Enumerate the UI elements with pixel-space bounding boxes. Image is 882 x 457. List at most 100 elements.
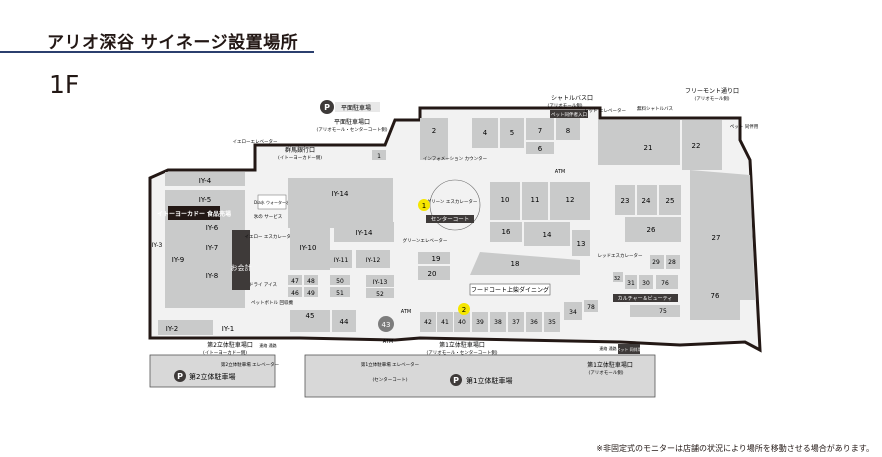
title-underline — [0, 51, 314, 53]
store-78: 78 — [587, 304, 595, 311]
shuttle-bus-label: シャトルバス口 — [551, 95, 593, 102]
store-iy6: IY-6 — [206, 224, 219, 232]
store-8: 8 — [566, 127, 570, 135]
store-14: 14 — [543, 231, 552, 239]
gunma-bank-sub: (イトーヨーカドー側) — [278, 154, 322, 161]
heimen-parking-label: 平面駐車場 — [341, 104, 371, 112]
store-iy14b: IY-14 — [356, 229, 373, 237]
store-25: 25 — [666, 197, 675, 205]
p1-entrance-mall-label: 第1立体駐車場口 — [587, 361, 633, 369]
p2-entrance-sub: (イトーヨーカドー側) — [203, 349, 247, 356]
p1-elev-sub: (センターコート) — [372, 376, 407, 383]
store-31: 31 — [627, 280, 635, 287]
store-41: 41 — [441, 319, 449, 326]
store-iy10: IY-10 — [300, 244, 317, 252]
store-12: 12 — [566, 196, 575, 204]
red-esc-label: レッドエスカレーター — [598, 252, 643, 259]
kumi-service-label: 氷の サービス — [254, 213, 283, 220]
store-6: 6 — [538, 145, 543, 153]
store-24: 24 — [642, 197, 651, 205]
store-18: 18 — [511, 260, 520, 268]
store-21: 21 — [644, 144, 653, 152]
info-counter-label: インフォメーション カウンター — [423, 155, 488, 162]
gunma-bank-label: 群馬銀行口 — [285, 146, 315, 154]
store-51: 51 — [336, 290, 344, 297]
store-16: 16 — [502, 228, 511, 236]
store-44: 44 — [340, 318, 349, 326]
store-26: 26 — [647, 226, 656, 234]
signage-label-2: 2 — [462, 306, 466, 314]
muryou-shuttle-label: 無料シャトルバス — [637, 105, 673, 112]
heimen-parking-icon — [320, 100, 334, 114]
green-esc-label: グリーン エスカレーター — [427, 198, 478, 205]
store-23: 23 — [621, 197, 630, 205]
store-1: 1 — [377, 153, 381, 160]
pet-entrance-label: ペット同伴者入口 — [551, 111, 587, 118]
store-10: 10 — [501, 196, 510, 204]
store-11: 11 — [531, 196, 540, 204]
dry-ice-label: ドライ アイス — [249, 282, 278, 288]
store-iy3: IY-3 — [152, 242, 163, 249]
p2-elev-label: 第2立体駐車場 エレベーター — [221, 361, 280, 368]
parking-lot-1 — [304, 354, 656, 398]
pet-small-label: ペット 同伴用 — [730, 123, 758, 130]
store-39: 39 — [476, 319, 484, 326]
store-iy8: IY-8 — [206, 272, 219, 280]
heimen-entrance-label: 平面駐車場口 — [334, 118, 370, 126]
pet-bottle-label: ペットボトル 回収機 — [251, 299, 293, 306]
store-28: 28 — [668, 259, 676, 266]
store-29: 29 — [652, 259, 660, 266]
dia-water-label: Dia水 ウォーター水 — [254, 199, 290, 205]
red-elev-label: レッド エレベーター — [584, 107, 626, 114]
shuttle-bus-sub: (アリオモール側) — [547, 102, 582, 109]
store-iy4: IY-4 — [199, 177, 212, 185]
store-5: 5 — [510, 129, 514, 137]
signage-label-1: 1 — [422, 202, 426, 210]
store-iy5: IY-5 — [199, 196, 212, 204]
svg-text:P: P — [324, 103, 330, 112]
p1-elev-label: 第1立体駐車場 エレベーター — [361, 361, 420, 368]
store-iy7: IY-7 — [206, 244, 219, 252]
store-34: 34 — [569, 309, 577, 316]
store-27: 27 — [712, 234, 721, 242]
atm-label-1: ATM — [555, 169, 565, 175]
store-4: 4 — [483, 129, 488, 137]
store-52: 52 — [376, 291, 384, 298]
green-elev-label: グリーンエレベーター — [403, 237, 448, 244]
renraku-label-1: 連絡 通路 — [259, 342, 276, 348]
parking-icon-2 — [174, 370, 186, 382]
floor-label: 1F — [49, 70, 80, 99]
p1-entrance-center-sub: (アリオモール・センターコート側) — [426, 349, 497, 356]
store-7: 7 — [538, 127, 542, 135]
store-13: 13 — [577, 240, 586, 248]
store-iy11: IY-11 — [334, 257, 349, 264]
store-20: 20 — [428, 270, 437, 278]
p1-entrance-center-label: 第1立体駐車場口 — [439, 341, 485, 349]
store-45: 45 — [306, 312, 315, 320]
store-iy14a: IY-14 — [332, 190, 349, 198]
store-47: 47 — [291, 278, 299, 285]
store-iy12: IY-12 — [366, 257, 381, 264]
store-37: 37 — [512, 319, 520, 326]
p2-parking-label: 第2立体駐車場 — [189, 372, 235, 381]
store-49: 49 — [307, 290, 315, 297]
yellow-esc-label: イエロー エスカレーター — [245, 233, 296, 240]
store-19: 19 — [432, 255, 441, 263]
atm-label-2: ATM — [401, 309, 411, 315]
store-42: 42 — [424, 319, 432, 326]
store-46: 46 — [291, 290, 299, 297]
p1-parking-label: 第1立体駐車場 — [466, 376, 512, 385]
store-iy1: IY-1 — [222, 325, 235, 333]
store-iy13: IY-13 — [373, 279, 388, 286]
atm-label-3: ATM — [383, 339, 393, 345]
signage-marker-2 — [458, 303, 470, 315]
p2-entrance-label: 第2立体駐車場口 — [207, 341, 253, 349]
store-2: 2 — [432, 127, 436, 135]
renraku-label-2: 連絡 通路 — [599, 345, 616, 351]
parking-icon-1 — [450, 374, 462, 386]
footnote: ※非固定式のモニターは店舗の状況により場所を移動させる場合があります。 — [596, 444, 874, 453]
heimen-entrance-sub: (アリオモール・センターコート側) — [316, 126, 387, 133]
store-76a: 76 — [661, 280, 669, 287]
center-court-label: センターコート — [431, 215, 470, 223]
